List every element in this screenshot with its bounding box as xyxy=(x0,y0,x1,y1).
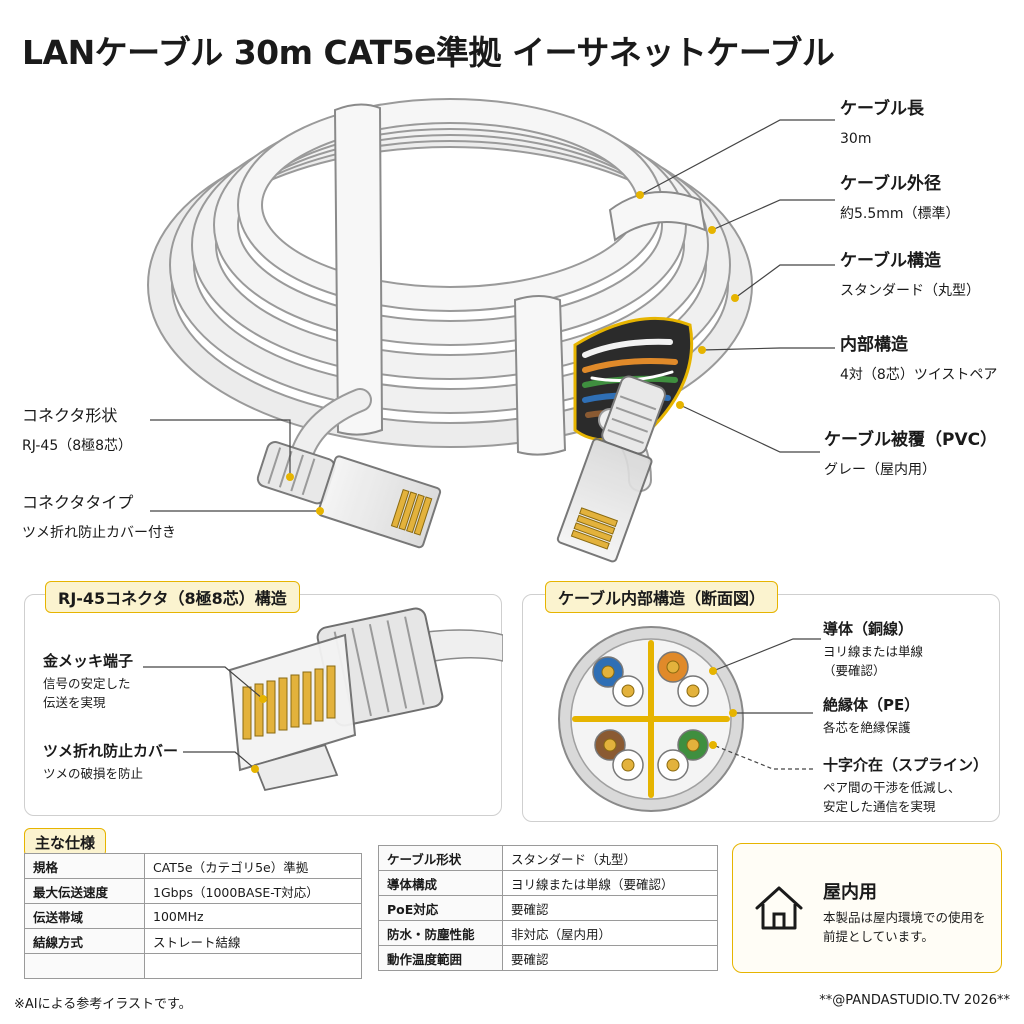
label-title: 十字介在（スプライン） xyxy=(823,756,989,774)
label-desc: 安定した通信を実現 xyxy=(823,799,936,814)
callout-cable-length: ケーブル長 30m xyxy=(840,98,924,150)
label-insulator: 絶縁体（PE） 各芯を絶縁保護 xyxy=(823,695,919,737)
label-desc: ヨリ線または単線 xyxy=(823,644,924,659)
label-gold-terminal: 金メッキ端子 信号の安定した 伝送を実現 xyxy=(43,651,133,712)
callout-title: ケーブル外径 xyxy=(840,174,941,194)
rj45-panel-tag: RJ-45コネクタ（8極8芯）構造 xyxy=(45,581,300,613)
callout-title: 内部構造 xyxy=(840,335,908,355)
copyright: **@PANDASTUDIO.TV 2026** xyxy=(819,993,1010,1008)
callout-cable-jacket: ケーブル被覆（PVC） グレー（屋内用） xyxy=(824,429,997,481)
label-title: 金メッキ端子 xyxy=(43,652,134,670)
callout-connector-shape: コネクタ形状 RJ-45（8極8芯） xyxy=(22,405,132,457)
label-desc: 各芯を絶縁保護 xyxy=(823,720,911,735)
table-row: 結線方式ストレート結線 xyxy=(24,928,362,954)
callout-cable-diameter: ケーブル外径 約5.5mm（標準） xyxy=(840,173,960,225)
callout-desc: 4対（8芯）ツイストペア xyxy=(840,367,998,383)
indoor-desc-line: 前提としています。 xyxy=(823,929,934,944)
spec-table-right: ケーブル形状スタンダード（丸型） 導体構成ヨリ線または単線（要確認） PoE対応… xyxy=(378,845,718,971)
label-desc: （要確認） xyxy=(823,663,886,678)
callout-title: ケーブル長 xyxy=(840,99,924,119)
house-icon xyxy=(755,886,803,930)
callout-title: コネクタ形状 xyxy=(22,406,118,425)
table-row xyxy=(24,953,362,979)
indoor-desc-line: 本製品は屋内環境での使用を xyxy=(823,910,986,925)
label-desc: 信号の安定した xyxy=(43,676,131,691)
cross-panel-tag: ケーブル内部構造（断面図） xyxy=(545,581,779,613)
callout-cable-structure: ケーブル構造 スタンダード（丸型） xyxy=(840,250,980,302)
label-title: 導体（銅線） xyxy=(823,620,914,638)
rj45-structure-panel: RJ-45コネクタ（8極8芯）構造 金メッキ端子 信号の安定した 伝送を実現 ツ… xyxy=(24,581,503,816)
rj45-connector-illustration xyxy=(143,607,503,792)
cable-coil-illustration xyxy=(147,98,835,563)
callout-inner-structure: 内部構造 4対（8芯）ツイストペア xyxy=(840,334,997,386)
callout-desc: スタンダード（丸型） xyxy=(840,283,980,299)
cross-section-panel: ケーブル内部構造（断面図） 導体（銅線） ヨリ線または単線 （要確認） 絶縁体（… xyxy=(522,581,1000,822)
indoor-title: 屋内用 xyxy=(823,882,877,903)
label-title: 絶縁体（PE） xyxy=(823,696,920,714)
callout-title: ケーブル構造 xyxy=(840,251,941,271)
callout-desc: 30m xyxy=(840,131,872,147)
callout-desc: ツメ折れ防止カバー付き xyxy=(22,525,176,541)
label-desc: ツメの破損を防止 xyxy=(43,766,144,781)
ai-illustration-note: ※AIによる参考イラストです。 xyxy=(14,997,192,1012)
table-row: ケーブル形状スタンダード（丸型） xyxy=(378,845,718,871)
callout-title: コネクタタイプ xyxy=(22,493,134,512)
table-row: PoE対応要確認 xyxy=(378,895,718,921)
callout-desc: 約5.5mm（標準） xyxy=(840,206,960,222)
label-conductor: 導体（銅線） ヨリ線または単線 （要確認） xyxy=(823,619,923,680)
callout-title: ケーブル被覆（PVC） xyxy=(824,430,998,450)
indoor-desc: 本製品は屋内環境での使用を 前提としています。 xyxy=(823,908,986,946)
cross-section-illustration xyxy=(558,626,821,812)
label-desc: 伝送を実現 xyxy=(43,695,106,710)
indoor-use-box: 屋内用 本製品は屋内環境での使用を 前提としています。 xyxy=(732,843,1002,973)
callout-desc: RJ-45（8極8芯） xyxy=(22,438,133,454)
callout-connector-type: コネクタタイプ ツメ折れ防止カバー付き xyxy=(22,492,176,544)
page-title: LANケーブル 30m CAT5e準拠 イーサネットケーブル xyxy=(22,33,835,72)
callout-desc: グレー（屋内用） xyxy=(824,462,936,478)
table-row: 導体構成ヨリ線または単線（要確認） xyxy=(378,870,718,896)
label-boot-cover: ツメ折れ防止カバー ツメの破損を防止 xyxy=(43,741,178,783)
table-row: 動作温度範囲要確認 xyxy=(378,945,718,971)
table-row: 防水・防塵性能非対応（屋内用） xyxy=(378,920,718,946)
label-title: ツメ折れ防止カバー xyxy=(43,742,179,760)
label-desc: ペア間の干渉を低減し、 xyxy=(823,780,961,795)
label-spline: 十字介在（スプライン） ペア間の干渉を低減し、 安定した通信を実現 xyxy=(823,755,988,816)
